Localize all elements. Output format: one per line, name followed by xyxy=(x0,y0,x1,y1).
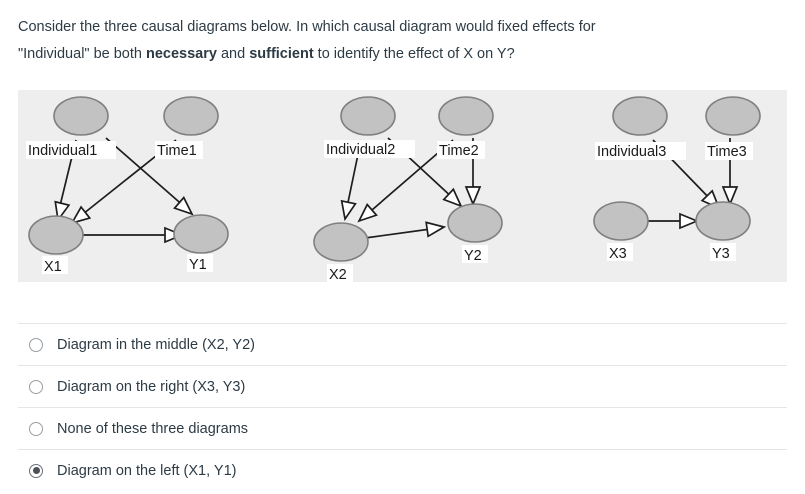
node-time1[interactable] xyxy=(163,96,219,136)
node-label-x2: X2 xyxy=(329,267,347,282)
node-individual3[interactable] xyxy=(612,96,668,136)
answer-option-label-middle: Diagram in the middle (X2, Y2) xyxy=(57,336,255,353)
node-label-y2: Y2 xyxy=(464,248,482,264)
node-label-time3: Time3 xyxy=(707,144,747,160)
diagram-right: Individual3 Time3 X3 Y3 xyxy=(593,96,761,262)
node-label-individual3: Individual3 xyxy=(597,144,666,160)
radio-button-middle[interactable] xyxy=(29,337,43,352)
diagram-middle: Individual2 Time2 X2 Y2 xyxy=(313,96,503,282)
causal-diagrams-panel: Individual1 Time1 X1 Y1 xyxy=(18,90,787,282)
question-text-1: Consider the three causal diagrams below… xyxy=(18,19,596,35)
node-x1[interactable] xyxy=(28,215,84,255)
node-individual2[interactable] xyxy=(340,96,396,136)
answer-option-label-right: Diagram on the right (X3, Y3) xyxy=(57,378,246,395)
question-bold-sufficient: sufficient xyxy=(249,46,314,62)
answer-option-middle[interactable]: Diagram in the middle (X2, Y2) xyxy=(18,323,787,365)
diagrams-svg: Individual1 Time1 X1 Y1 xyxy=(26,96,761,282)
node-individual1[interactable] xyxy=(53,96,109,136)
radio-button-none[interactable] xyxy=(29,421,43,436)
node-time2[interactable] xyxy=(438,96,494,136)
question-prompt: Consider the three causal diagrams below… xyxy=(18,14,778,68)
question-line-1: Consider the three causal diagrams below… xyxy=(18,14,778,41)
question-text-2a: "Individual" be both xyxy=(18,46,146,62)
node-label-y3: Y3 xyxy=(712,246,730,262)
node-label-x3: X3 xyxy=(609,246,627,262)
answer-option-left[interactable]: Diagram on the left (X1, Y1) xyxy=(18,449,787,491)
answer-option-right[interactable]: Diagram on the right (X3, Y3) xyxy=(18,365,787,407)
radio-button-right[interactable] xyxy=(29,379,43,394)
node-x3[interactable] xyxy=(593,201,649,241)
answer-option-label-none: None of these three diagrams xyxy=(57,420,249,437)
node-y1[interactable] xyxy=(173,214,229,254)
node-time3[interactable] xyxy=(705,96,761,136)
question-bold-necessary: necessary xyxy=(146,46,217,62)
answer-options-list: Diagram in the middle (X2, Y2) Diagram o… xyxy=(18,323,787,491)
edge-x2-to-y2 xyxy=(364,219,446,239)
edge-x1-to-y1 xyxy=(76,227,183,243)
node-label-time1: Time1 xyxy=(157,143,197,159)
question-line-2: "Individual" be both necessary and suffi… xyxy=(18,41,778,68)
node-label-individual1: Individual1 xyxy=(28,143,97,159)
question-text-2b: and xyxy=(216,46,250,62)
answer-option-label-left: Diagram on the left (X1, Y1) xyxy=(57,462,237,479)
node-label-time2: Time2 xyxy=(439,143,479,159)
question-text-2c: to identify the effect of X on Y? xyxy=(313,46,515,62)
radio-button-left[interactable] xyxy=(29,463,43,478)
node-y2[interactable] xyxy=(447,203,503,243)
diagram-left: Individual1 Time1 X1 Y1 xyxy=(26,96,229,275)
node-label-y1: Y1 xyxy=(189,257,207,273)
edge-individual1-to-y1 xyxy=(105,137,198,221)
edge-x3-to-y3 xyxy=(645,213,698,229)
node-label-x1: X1 xyxy=(44,259,62,275)
node-label-individual2: Individual2 xyxy=(326,142,395,158)
node-x2[interactable] xyxy=(313,222,369,262)
answer-option-none[interactable]: None of these three diagrams xyxy=(18,407,787,449)
node-y3[interactable] xyxy=(695,201,751,241)
